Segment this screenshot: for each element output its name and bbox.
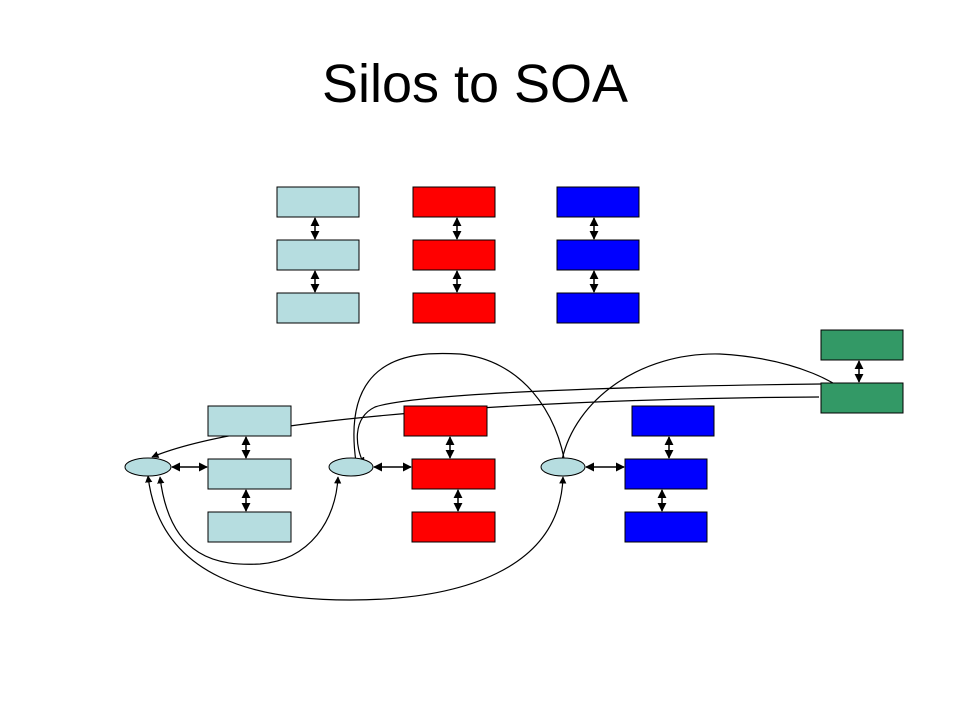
silo-red-soa-layer-2 xyxy=(411,458,496,490)
silo-blue-top-layer-3 xyxy=(556,292,640,324)
service-endpoint-1 xyxy=(124,457,172,477)
silo-blue-soa-layer-1 xyxy=(631,405,715,437)
silo-red-top-layer-1 xyxy=(412,186,496,218)
silo-blue-soa xyxy=(540,405,715,543)
connection-endpoint-2-to-green xyxy=(353,352,569,471)
silo-blue-top xyxy=(556,186,640,324)
silo-red-top-layer-2 xyxy=(412,239,496,271)
silo-light-blue-soa xyxy=(124,405,292,543)
silo-light-blue-soa-layer-1 xyxy=(207,405,292,437)
silo-light-blue-soa-layer-2 xyxy=(207,458,292,490)
silo-blue-top-layer-1 xyxy=(556,186,640,218)
connection-endpoint-1-to-endpoint-3 xyxy=(145,475,567,601)
connection-green-to-endpoint-2 xyxy=(356,383,822,465)
silo-red-top-layer-3 xyxy=(412,292,496,324)
silo-light-blue-top-layer-2 xyxy=(276,239,360,271)
silo-red-soa-layer-1 xyxy=(403,405,488,437)
silo-blue-soa-layer-2 xyxy=(624,458,708,490)
slide-title: Silos to SOA xyxy=(321,54,629,114)
service-green-layer-2 xyxy=(820,382,904,414)
silo-light-blue-top-layer-3 xyxy=(276,292,360,324)
silo-light-blue-soa-layer-3 xyxy=(207,511,292,543)
silo-blue-top-layer-2 xyxy=(556,239,640,271)
silo-red-soa-layer-3 xyxy=(411,511,496,543)
service-green-layer-1 xyxy=(820,329,904,361)
connection-endpoint-1-to-endpoint-2 xyxy=(157,476,342,565)
silo-red-soa xyxy=(328,405,496,543)
silo-light-blue-top xyxy=(276,186,360,324)
service-endpoint-3 xyxy=(540,457,586,477)
service-endpoint-2 xyxy=(328,457,374,477)
silo-red-top xyxy=(412,186,496,324)
silo-light-blue-top-layer-1 xyxy=(276,186,360,218)
service-green xyxy=(820,329,904,414)
silo-blue-soa-layer-3 xyxy=(624,511,708,543)
